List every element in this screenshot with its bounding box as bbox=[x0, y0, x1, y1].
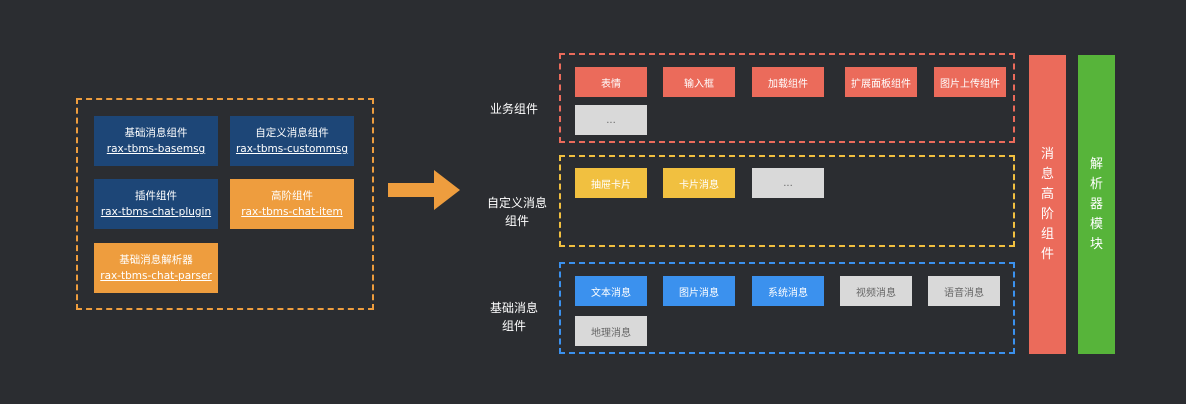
chip-location-message: 地理消息 bbox=[575, 316, 647, 346]
chip-more: ... bbox=[575, 105, 647, 135]
chip-loading: 加载组件 bbox=[752, 67, 824, 97]
bar-char: 解 bbox=[1089, 156, 1103, 172]
package-chat-plugin: 插件组件 rax-tbms-chat-plugin bbox=[94, 179, 218, 229]
chip-text-message: 文本消息 bbox=[575, 276, 647, 306]
bar-char: 消 bbox=[1040, 146, 1054, 162]
bar-char: 息 bbox=[1040, 166, 1054, 182]
package-chat-item: 高阶组件 rax-tbms-chat-item bbox=[230, 179, 354, 229]
chip-video-message: 视频消息 bbox=[840, 276, 912, 306]
package-id: rax-tbms-custommsg bbox=[235, 143, 349, 155]
row-label-line: 自定义消息 bbox=[486, 196, 547, 210]
row-label-line: 业务组件 bbox=[489, 102, 538, 116]
chip-system-message: 系统消息 bbox=[752, 276, 824, 306]
row-label-business: 业务组件 bbox=[474, 100, 554, 118]
package-id: rax-tbms-chat-plugin bbox=[100, 206, 212, 218]
row-label-custom: 自定义消息 组件 bbox=[474, 194, 560, 230]
chip-image-upload: 图片上传组件 bbox=[934, 67, 1006, 97]
custom-components-group bbox=[559, 155, 1015, 247]
package-id: rax-tbms-chat-item bbox=[241, 206, 343, 218]
parser-module-bar: 解 析 器 模 块 bbox=[1078, 55, 1115, 354]
bar-char: 块 bbox=[1089, 236, 1103, 252]
chip-image-message: 图片消息 bbox=[663, 276, 735, 306]
chip-extension-panel: 扩展面板组件 bbox=[845, 67, 917, 97]
chip-card-message: 卡片消息 bbox=[663, 168, 735, 198]
chip-more: ... bbox=[752, 168, 824, 198]
package-id: rax-tbms-chat-parser bbox=[100, 270, 212, 282]
basic-components-group bbox=[559, 262, 1015, 354]
package-group bbox=[76, 98, 374, 310]
row-label-line: 组件 bbox=[501, 319, 526, 333]
package-title: 插件组件 bbox=[135, 190, 177, 202]
package-title: 基础消息组件 bbox=[124, 127, 188, 139]
bar-char: 组 bbox=[1040, 226, 1054, 242]
bar-char: 件 bbox=[1040, 246, 1054, 262]
package-title: 基础消息解析器 bbox=[119, 254, 193, 266]
bar-char: 器 bbox=[1089, 196, 1103, 212]
package-id: rax-tbms-basemsg bbox=[106, 143, 206, 155]
package-title: 高阶组件 bbox=[271, 190, 313, 202]
bar-char: 模 bbox=[1089, 216, 1103, 232]
row-label-line: 基础消息 bbox=[489, 301, 538, 315]
chip-emoji: 表情 bbox=[575, 67, 647, 97]
package-chat-parser: 基础消息解析器 rax-tbms-chat-parser bbox=[94, 243, 218, 293]
row-label-basic: 基础消息 组件 bbox=[474, 299, 554, 335]
business-components-group bbox=[559, 53, 1015, 143]
package-custommsg: 自定义消息组件 rax-tbms-custommsg bbox=[230, 116, 354, 166]
bar-char: 高 bbox=[1040, 186, 1054, 202]
chip-voice-message: 语音消息 bbox=[928, 276, 1000, 306]
package-title: 自定义消息组件 bbox=[255, 127, 329, 139]
high-order-components-bar: 消 息 高 阶 组 件 bbox=[1029, 55, 1066, 354]
chip-drawer-card: 抽屉卡片 bbox=[575, 168, 647, 198]
row-label-line: 组件 bbox=[504, 214, 529, 228]
bar-char: 析 bbox=[1089, 176, 1103, 192]
arrow-right-icon bbox=[388, 170, 460, 210]
chip-input: 输入框 bbox=[663, 67, 735, 97]
bar-char: 阶 bbox=[1040, 206, 1054, 222]
package-basemsg: 基础消息组件 rax-tbms-basemsg bbox=[94, 116, 218, 166]
